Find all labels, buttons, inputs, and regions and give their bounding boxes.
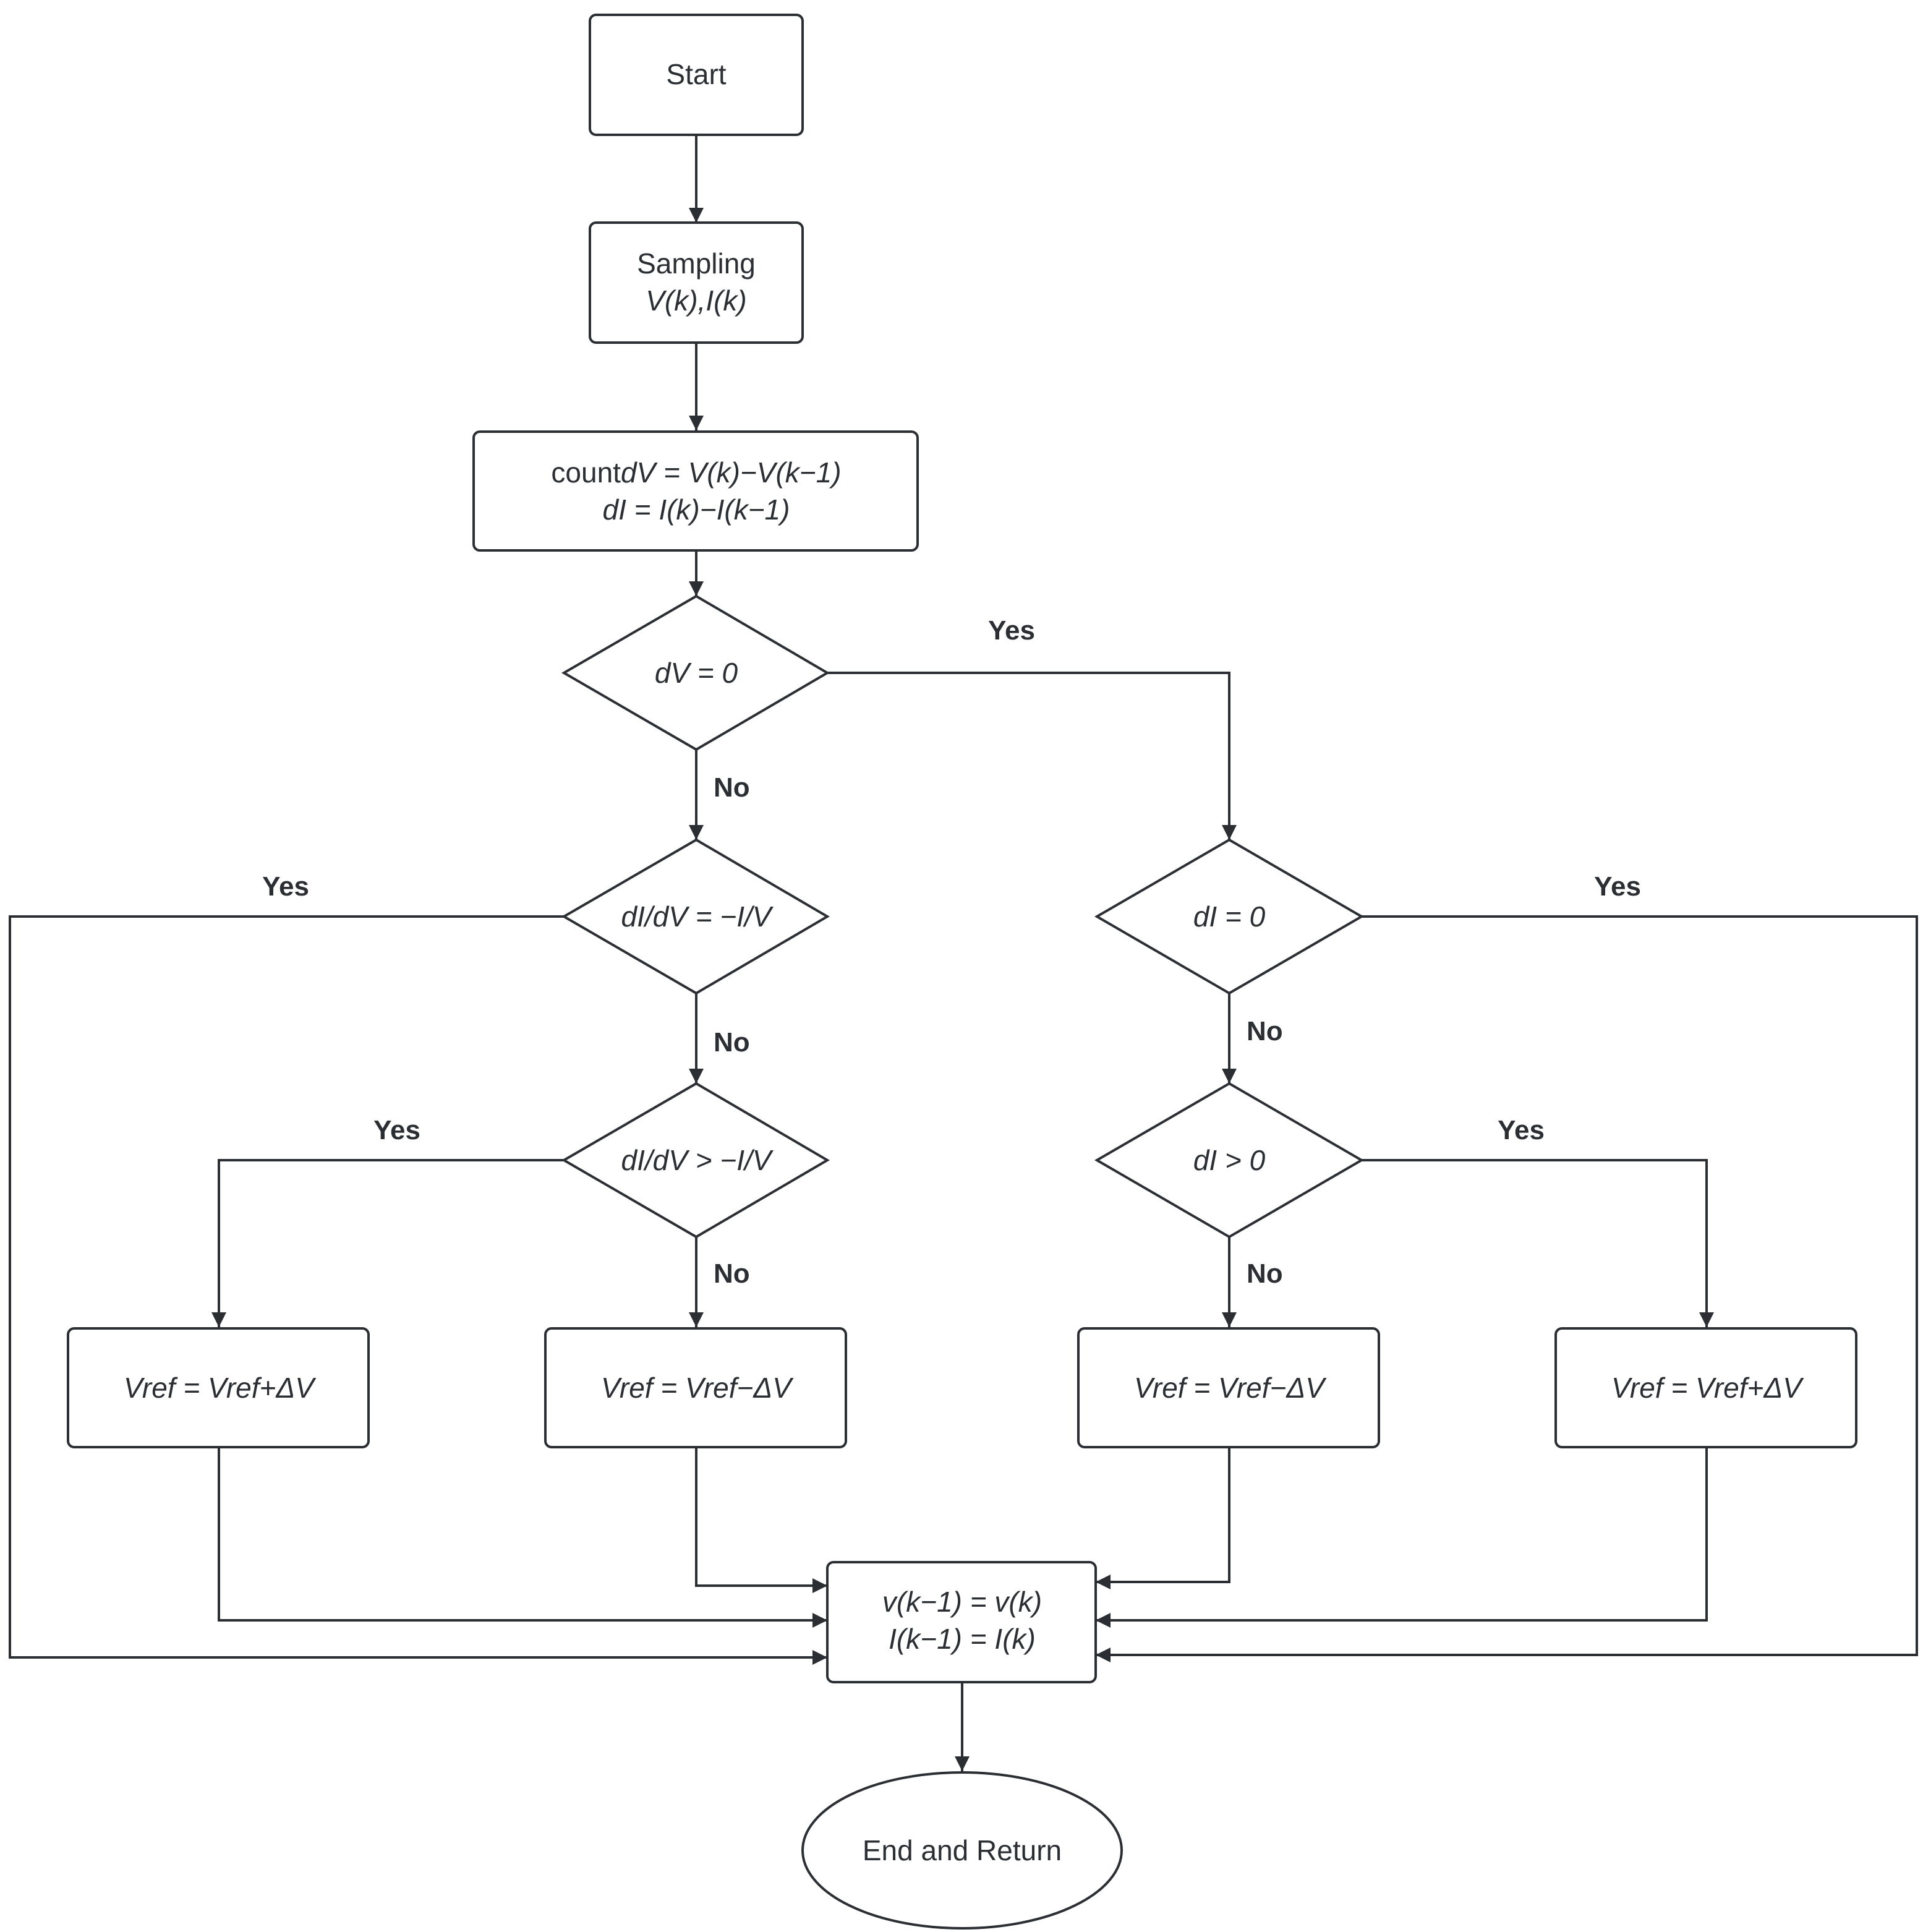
label-no-didv-gt: No bbox=[714, 1259, 750, 1289]
label-no-di-zero: No bbox=[1247, 1016, 1283, 1046]
node-start: Start bbox=[589, 14, 804, 136]
node-compute-line1: countdV = V(k)−V(k−1) bbox=[551, 456, 841, 489]
node-di-gt-text: dI > 0 bbox=[1193, 1144, 1266, 1176]
branch-labels: Yes No Yes No Yes No Yes No Yes No bbox=[262, 615, 1641, 1289]
edge-incleft-update bbox=[218, 1447, 827, 1628]
node-dec-right: Vref = Vref−ΔV bbox=[1077, 1327, 1380, 1448]
node-dec-right-text: Vref = Vref−ΔV bbox=[1134, 1372, 1327, 1404]
edge-decright-update bbox=[1096, 1447, 1230, 1589]
node-dv-zero-text: dV = 0 bbox=[655, 657, 738, 689]
edge-dvzero-yes bbox=[827, 672, 1237, 840]
node-dec-left: Vref = Vref−ΔV bbox=[544, 1327, 847, 1448]
edge-didveq-yes bbox=[9, 915, 827, 1665]
node-didv-eq: dI/dV = −I/V bbox=[561, 838, 830, 995]
node-start-text: Start bbox=[666, 58, 726, 90]
node-update: v(k−1) = v(k) I(k−1) = I(k) bbox=[826, 1561, 1097, 1683]
node-update-line2: I(k−1) = I(k) bbox=[889, 1623, 1036, 1655]
node-compute: countdV = V(k)−V(k−1) dI = I(k)−I(k−1) bbox=[472, 430, 919, 552]
node-compute-prefix: count bbox=[551, 456, 621, 489]
node-inc-right-text: Vref = Vref+ΔV bbox=[1611, 1372, 1804, 1404]
node-dec-left-text: Vref = Vref−ΔV bbox=[601, 1372, 794, 1404]
label-yes-di-gt: Yes bbox=[1498, 1115, 1545, 1145]
node-inc-right: Vref = Vref+ΔV bbox=[1554, 1327, 1857, 1448]
connectors bbox=[9, 135, 1918, 1771]
node-inc-left: Vref = Vref+ΔV bbox=[67, 1327, 370, 1448]
node-didv-gt-text: dI/dV > −I/V bbox=[621, 1144, 774, 1176]
node-end: End and Return bbox=[801, 1771, 1123, 1930]
label-yes-dv-zero: Yes bbox=[988, 615, 1035, 646]
edge-dizero-yes bbox=[1096, 915, 1918, 1662]
label-yes-didv-gt: Yes bbox=[373, 1115, 420, 1145]
node-inc-left-text: Vref = Vref+ΔV bbox=[124, 1372, 317, 1404]
node-update-line1: v(k−1) = v(k) bbox=[882, 1586, 1042, 1618]
label-no-didv-eq: No bbox=[714, 1027, 750, 1058]
node-didv-gt: dI/dV > −I/V bbox=[561, 1082, 830, 1239]
label-no-dv-zero: No bbox=[714, 772, 750, 803]
node-sampling-line1: Sampling bbox=[637, 247, 756, 280]
node-sampling: Sampling V(k),I(k) bbox=[589, 221, 804, 344]
node-end-text: End and Return bbox=[863, 1834, 1062, 1866]
edge-didvgt-yes bbox=[211, 1159, 564, 1327]
node-didv-eq-text: dI/dV = −I/V bbox=[621, 900, 774, 933]
node-compute-dv: dV = V(k)−V(k−1) bbox=[621, 456, 842, 489]
edge-decleft-update bbox=[695, 1447, 827, 1593]
node-compute-line2: dI = I(k)−I(k−1) bbox=[603, 494, 790, 526]
node-sampling-line2: V(k),I(k) bbox=[646, 284, 747, 317]
label-yes-didv-eq: Yes bbox=[262, 871, 309, 902]
node-di-zero-text: dI = 0 bbox=[1193, 900, 1266, 933]
edge-incright-update bbox=[1096, 1447, 1708, 1628]
label-no-di-gt: No bbox=[1247, 1259, 1283, 1289]
edge-digt-yes bbox=[1362, 1159, 1714, 1327]
node-di-gt: dI > 0 bbox=[1094, 1082, 1364, 1239]
node-dv-zero: dV = 0 bbox=[561, 594, 830, 751]
node-di-zero: dI = 0 bbox=[1094, 838, 1364, 995]
label-yes-di-zero: Yes bbox=[1594, 871, 1641, 902]
